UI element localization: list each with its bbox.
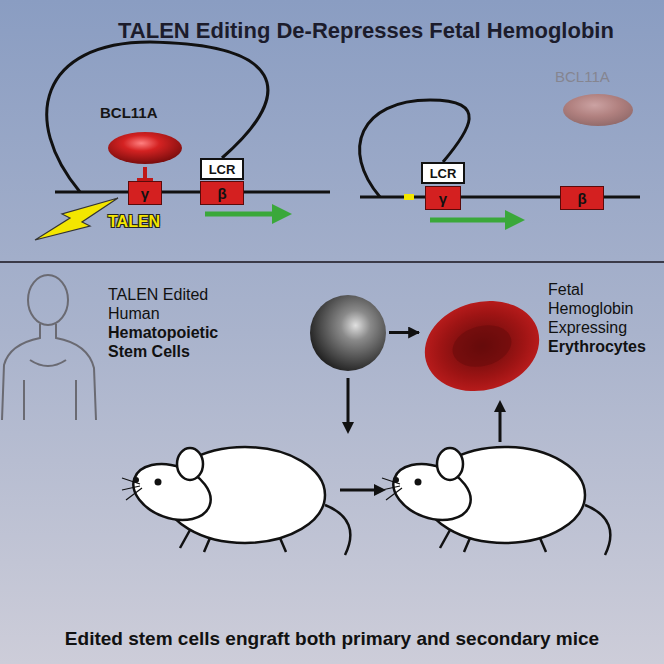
blob-node: BCL11A xyxy=(100,104,190,166)
gbox-node: β xyxy=(200,181,244,205)
protein-label: BCL11A xyxy=(555,68,641,85)
text-group: TALEN Edited HumanHematopoietic Stem Cel… xyxy=(108,285,228,361)
rbc-node: Fetal Hemoglobin ExpressingErythrocytes xyxy=(420,278,658,400)
lcr-label: LCR xyxy=(430,166,457,181)
cell-label: Fetal Hemoglobin Expressing xyxy=(548,280,658,337)
cell-label: TALEN Edited Human xyxy=(108,285,228,323)
lcr-node: LCR xyxy=(200,158,244,180)
protein-label: BCL11A xyxy=(100,104,190,121)
label: TALEN xyxy=(108,213,160,231)
stem-node: TALEN Edited HumanHematopoietic Stem Cel… xyxy=(108,285,388,380)
text-group: Fetal Hemoglobin ExpressingErythrocytes xyxy=(548,280,658,356)
erythrocyte xyxy=(420,278,545,400)
gene-label: β xyxy=(217,185,226,202)
fade-node: BCL11A xyxy=(555,68,641,128)
gene-label: γ xyxy=(439,190,447,207)
gbox-node: γ xyxy=(425,186,461,210)
arrow-connector xyxy=(389,331,419,334)
protein-blob xyxy=(100,130,190,166)
stem-cell xyxy=(308,293,388,373)
stem-cell-sphere xyxy=(310,295,386,371)
repression-connector xyxy=(143,167,147,180)
erythrocyte-dimple xyxy=(448,319,516,373)
protein-blob xyxy=(555,92,641,128)
protein-shape xyxy=(563,94,633,126)
cell-label: Hematopoietic Stem Cells xyxy=(108,323,228,361)
gbox-node: β xyxy=(560,186,604,210)
erythrocyte-shape xyxy=(420,288,545,400)
gene-label: γ xyxy=(141,185,149,202)
gene-label: β xyxy=(577,190,586,207)
cell-label: Erythrocytes xyxy=(548,337,658,356)
protein-shape xyxy=(108,132,182,164)
gbox-node: γ xyxy=(128,181,162,205)
caption: Edited stem cells engraft both primary a… xyxy=(0,628,664,650)
lcr-label: LCR xyxy=(209,162,236,177)
title: TALEN Editing De-Represses Fetal Hemoglo… xyxy=(118,18,614,44)
lcr-node: LCR xyxy=(421,162,465,184)
